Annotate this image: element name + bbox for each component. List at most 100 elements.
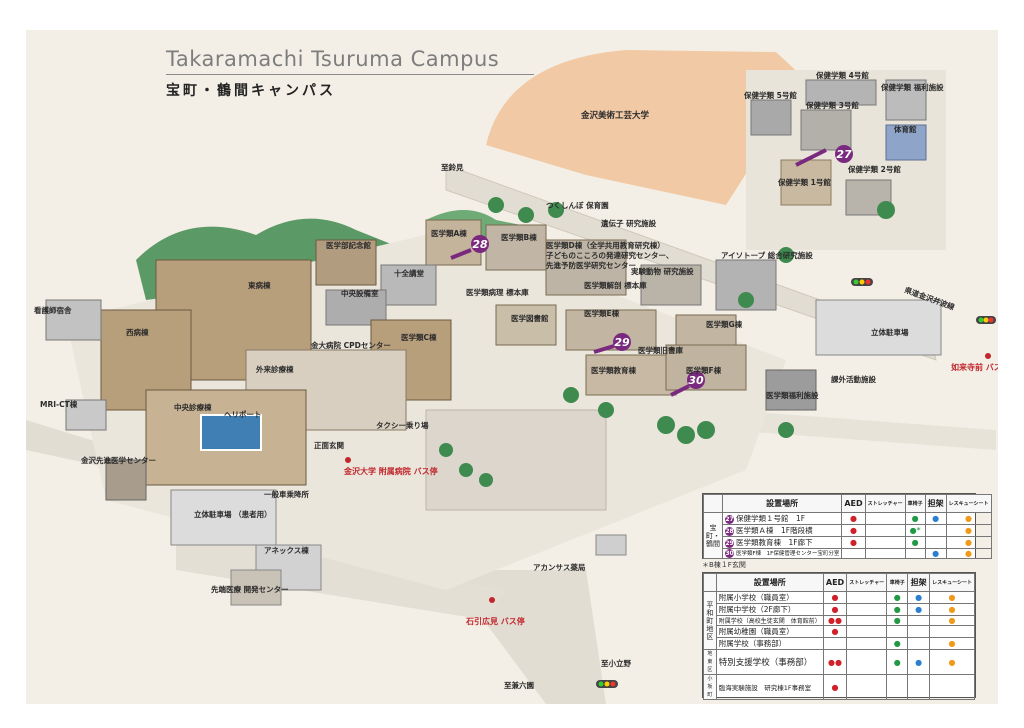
table-note: ＊B棟１F玄関 — [702, 561, 746, 569]
mri-building — [65, 399, 107, 431]
label-taxi: タクシー乗り場 — [376, 420, 429, 430]
t2-area-kosaka: 小坂町 — [703, 674, 717, 700]
row-rescue: ● — [929, 591, 975, 604]
art-university-field — [486, 50, 806, 205]
table-row: 附属学校（事務部） ● ● — [704, 637, 975, 650]
table-row: 附属幼稚園（職員室） ● — [704, 625, 975, 638]
row-rescue: ● — [945, 536, 992, 549]
row-place: 保健学類１号館 1F — [736, 514, 806, 523]
row-aed: ●● — [822, 649, 848, 675]
label-kagai: 課外活動施設 — [831, 374, 876, 384]
row-place: 附属中学校（2F廊下） — [715, 603, 824, 616]
label-kangoshi: 看護師宿舎 — [33, 305, 72, 315]
marker-27-label: 27 — [836, 148, 852, 161]
hoken-4-building — [805, 79, 877, 106]
rittai-parking-right — [815, 299, 942, 356]
t1-header-place: 設置場所 — [721, 494, 843, 513]
row-aed — [822, 637, 848, 650]
label-seibyou: 西病棟 — [126, 327, 149, 337]
label-kinenkan: 医学部記念館 — [326, 240, 371, 250]
title-divider — [166, 74, 534, 75]
row-stretcher — [846, 591, 888, 604]
row-aed: ●● — [822, 615, 848, 626]
row-aed: ● — [822, 603, 848, 616]
label-hospital-bus: 金沢大学 附属病院 バス停 — [343, 466, 438, 476]
row-tanka: ● — [924, 512, 947, 525]
row-wheelchair: ● — [886, 637, 909, 650]
campus-map: 27 28 29 30 金沢美術工芸大学 至鈴見 保健学類 4号館 保健学類 福… — [26, 30, 998, 704]
t2-header-stretcher: ストレッチャー — [846, 573, 888, 592]
aed-table-other: 設置場所 AED ストレッチャー 車椅子 担架 レスキューシート 平和町地区 附… — [702, 572, 976, 700]
label-annex: アネックス棟 — [264, 545, 309, 555]
row-tanka: ● — [907, 649, 931, 675]
label-byouri: 医学類病理 標本庫 — [466, 287, 529, 297]
table-row: 附属学校（高校生徒玄関 体育館前） ●● ● ● — [704, 615, 975, 626]
row-wheelchair: ● — [886, 649, 909, 675]
row-place: 医学類教育棟 1F廊下 — [736, 538, 813, 547]
bus-stop-icon-3 — [985, 353, 991, 359]
tree-row — [439, 197, 895, 487]
kyoiku-building — [585, 354, 677, 396]
label-sentan-center: 金沢先進医学センター — [80, 455, 156, 465]
row-rescue: ● — [929, 603, 975, 616]
table-row: 附属中学校（2F廊下） ● ● ● ● — [704, 603, 975, 616]
label-kokoro: 子どものこころの発達研究センター、 — [546, 250, 673, 260]
bus-stop-icon-2 — [489, 597, 495, 603]
t2-header-place: 設置場所 — [715, 573, 824, 592]
row-stretcher — [846, 615, 888, 626]
label-hoken-3: 保健学類 3号館 — [805, 100, 859, 110]
label-to-kenroku: 至兼六園 — [504, 680, 534, 690]
aed-marker-28[interactable]: 28 — [450, 235, 489, 260]
label-yobou: 先進予防医学研究センター — [546, 260, 636, 270]
row-rescue: ● — [945, 548, 992, 559]
label-cpd: 金大病院 CPDセンター — [310, 340, 391, 350]
campus-title-en: Takaramachi Tsuruma Campus — [166, 47, 500, 71]
row-rescue — [929, 625, 975, 638]
t1-header-aed: AED — [841, 494, 866, 513]
t2-header-tanka: 担架 — [907, 573, 931, 592]
row-tanka — [907, 674, 931, 700]
marker-30-label: 30 — [688, 374, 704, 387]
row-number: 27 — [725, 515, 734, 524]
label-ippan-gate: 一般車乗降所 — [264, 489, 309, 499]
heliport-pad — [200, 414, 262, 451]
label-igaku-c: 医学類C棟 — [401, 332, 437, 342]
row-stretcher — [864, 524, 906, 537]
aed-marker-27[interactable]: 27 — [795, 145, 853, 167]
row-stretcher — [846, 603, 888, 616]
row-tanka — [924, 536, 947, 549]
row-wheelchair: ● — [886, 603, 909, 616]
igaku-e-building — [565, 309, 657, 351]
label-hoken-1: 保健学類 1号館 — [777, 177, 831, 187]
row-place: 附属小学校（職員室） — [715, 591, 824, 604]
row-wheelchair: ● — [886, 615, 909, 626]
label-library: 医学図書館 — [511, 313, 549, 323]
row-number: 28 — [725, 527, 734, 536]
library-building — [495, 304, 557, 346]
aed-marker-30[interactable]: 30 — [670, 371, 705, 397]
label-hoken-5: 保健学類 5号館 — [743, 90, 797, 100]
label-nyoraiji: 如来寺前 バス停 — [951, 362, 998, 372]
label-chuo-shinryo: 中央診療棟 — [174, 402, 212, 412]
row-aed: ● — [841, 524, 866, 537]
label-kyu-shoko: 医学類旧書庫 — [638, 345, 683, 355]
row-tanka — [907, 625, 931, 638]
label-fukuri: 医学類福利施設 — [766, 390, 819, 400]
t1-header-stretcher: ストレッチャー — [864, 494, 906, 513]
label-akansasu: アカンサス薬局 — [533, 562, 585, 572]
bus-stop-icon — [345, 457, 351, 463]
parking-lot — [425, 409, 607, 511]
t1-area-label: 宝町・鶴間 — [703, 512, 723, 559]
label-igaku-d: 医学類D棟（全学共用教育研究棟） — [546, 240, 665, 250]
label-shomen: 正面玄関 — [314, 440, 344, 450]
row-aed: ● — [822, 591, 848, 604]
traffic-light-icon — [851, 278, 873, 286]
campus-title-jp: 宝町・鶴間キャンパス — [166, 83, 336, 99]
row-wheelchair: ● — [904, 536, 926, 549]
aed-marker-29[interactable]: 29 — [593, 333, 631, 354]
sentan-dev-building — [230, 569, 282, 606]
row-stretcher — [846, 649, 888, 675]
t1-header-tanka: 担架 — [924, 494, 947, 513]
row-aed: ● — [822, 674, 848, 700]
t2-header-rescue: レスキューシート — [929, 573, 975, 592]
